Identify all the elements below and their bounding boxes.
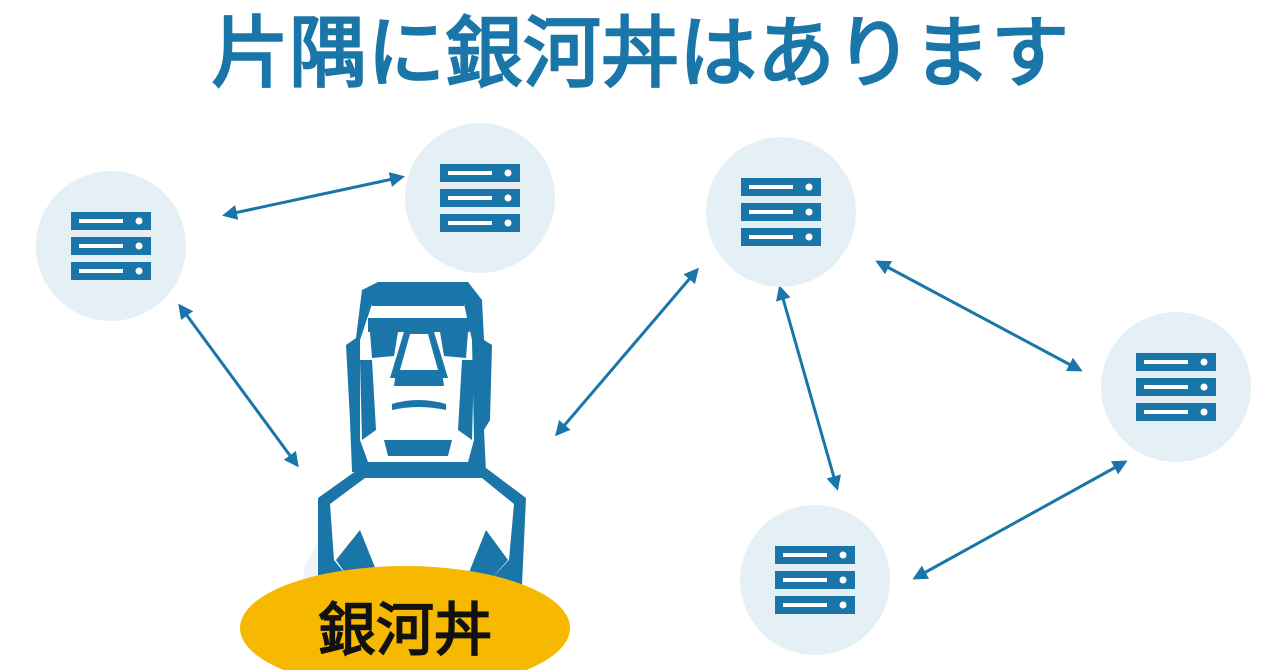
server-node-bottom-right — [740, 505, 890, 655]
connections — [178, 172, 1128, 580]
server-node-top-right — [706, 137, 856, 287]
server-node-far-right — [1101, 312, 1251, 462]
product-badge: 銀河丼 — [240, 566, 570, 670]
badge-label: 銀河丼 — [318, 596, 492, 664]
connection-server-left-to-moai-instance — [178, 303, 299, 468]
server-node-top-mid — [405, 123, 555, 273]
server-icon — [775, 546, 855, 614]
connection-server-top-right-to-server-bottom-right — [776, 285, 841, 491]
connection-moai-instance-to-server-top-right — [555, 267, 699, 437]
server-icon — [741, 178, 821, 246]
page-title: 片隅に銀河丼はあります — [211, 9, 1069, 99]
server-node-left — [36, 171, 186, 321]
connection-server-top-right-to-server-far-right — [875, 260, 1083, 372]
connection-server-left-to-server-top-mid — [222, 172, 405, 220]
connection-server-bottom-right-to-server-far-right — [912, 460, 1128, 580]
server-icon — [1136, 353, 1216, 421]
server-icon — [71, 212, 151, 280]
server-icon — [440, 164, 520, 232]
